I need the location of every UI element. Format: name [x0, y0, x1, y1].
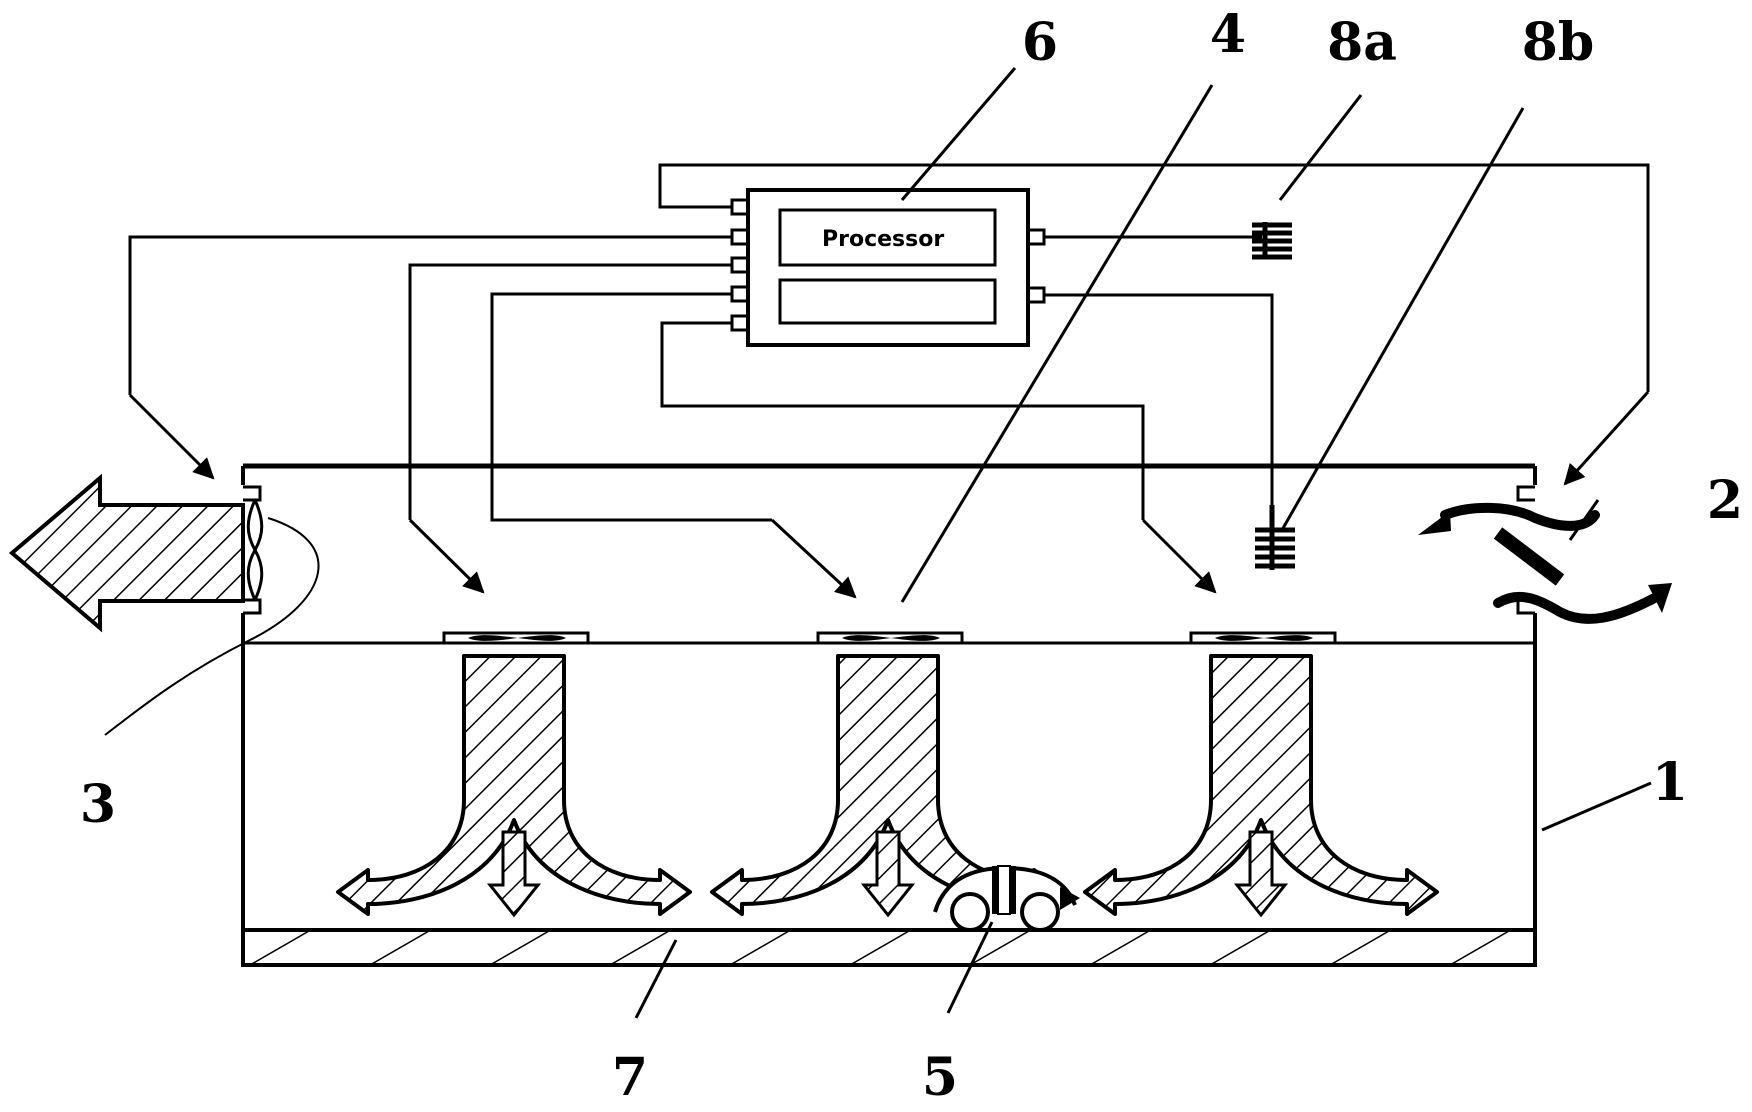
control-wiring: [128, 163, 1650, 599]
callout-1: 1: [1652, 752, 1688, 813]
sensor-8a-icon: [1252, 222, 1292, 260]
robot-icon: [933, 865, 1080, 932]
left-ports: [730, 198, 750, 332]
secondary-display: [778, 278, 997, 325]
airflow-plume-3: [1083, 654, 1439, 918]
controller-box: Processor: [730, 188, 1046, 347]
callout-8b: 8b: [1522, 12, 1595, 73]
ceiling-fan-1: [442, 631, 590, 645]
sensor-8b-icon: [1255, 505, 1295, 570]
airflow-plume-1: [336, 654, 692, 918]
right-ports: [1026, 228, 1046, 304]
exhaust-airflow-arrow: [8, 473, 245, 633]
exhaust-fan-icon: [246, 499, 264, 601]
callout-7: 7: [612, 1047, 648, 1108]
exhaust-leader: [104, 517, 320, 736]
callout-2: 2: [1707, 470, 1743, 531]
callout-6: 6: [1022, 12, 1058, 73]
callout-5: 5: [922, 1047, 958, 1108]
callout-4: 4: [1210, 4, 1246, 65]
inlet-icon: [1418, 502, 1672, 624]
processor-display: [778, 208, 997, 267]
callout-3: 3: [80, 774, 116, 835]
floor-layer: [241, 928, 1537, 967]
wall-brackets: [243, 485, 1535, 615]
callout-8a: 8a: [1327, 12, 1397, 73]
processor-label: Processor: [822, 227, 944, 252]
callout-leaders: [634, 67, 1652, 1019]
ceiling-fan-3: [1189, 631, 1337, 645]
ceiling-fan-2: [816, 631, 964, 645]
